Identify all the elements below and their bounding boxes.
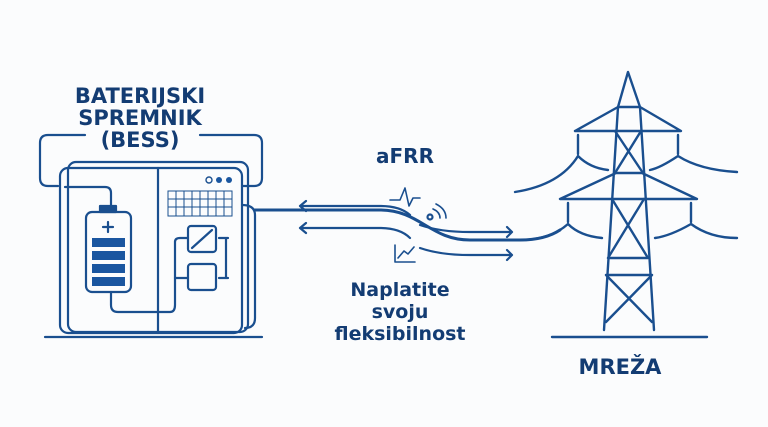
battery-pack-icon (186, 262, 218, 292)
bracket-left (38, 133, 87, 188)
arrow-right-top (418, 223, 514, 239)
vent-grid-icon (167, 190, 233, 217)
grid-label: MREŽA (578, 355, 662, 379)
bess-title-line: (BESS) (100, 128, 180, 153)
slogan: Naplatite svoju fleksibilnost (320, 279, 480, 346)
inverter-ac-dc-icon (186, 224, 218, 254)
bess-title-line: SPREMNIK (78, 106, 202, 131)
slogan-line: fleksibilnost (334, 322, 466, 345)
arrow-right-bottom (418, 246, 514, 262)
arrow-left-bottom (298, 221, 412, 240)
pulse-signal-icon (389, 187, 421, 207)
afrr-label: aFRR (376, 144, 434, 168)
bess-cabinet (58, 166, 244, 335)
slogan-line: svoju (371, 300, 429, 323)
power-tower-icon (513, 70, 739, 339)
bracket-right (198, 133, 264, 188)
bess-title: BATERIJSKI SPREMNIK (BESS) (50, 85, 230, 151)
arrow-left-top (298, 199, 412, 217)
slogan-line: Naplatite (350, 279, 450, 301)
trend-chart-icon (394, 244, 416, 263)
bess-title-line: BATERIJSKI (74, 84, 206, 108)
